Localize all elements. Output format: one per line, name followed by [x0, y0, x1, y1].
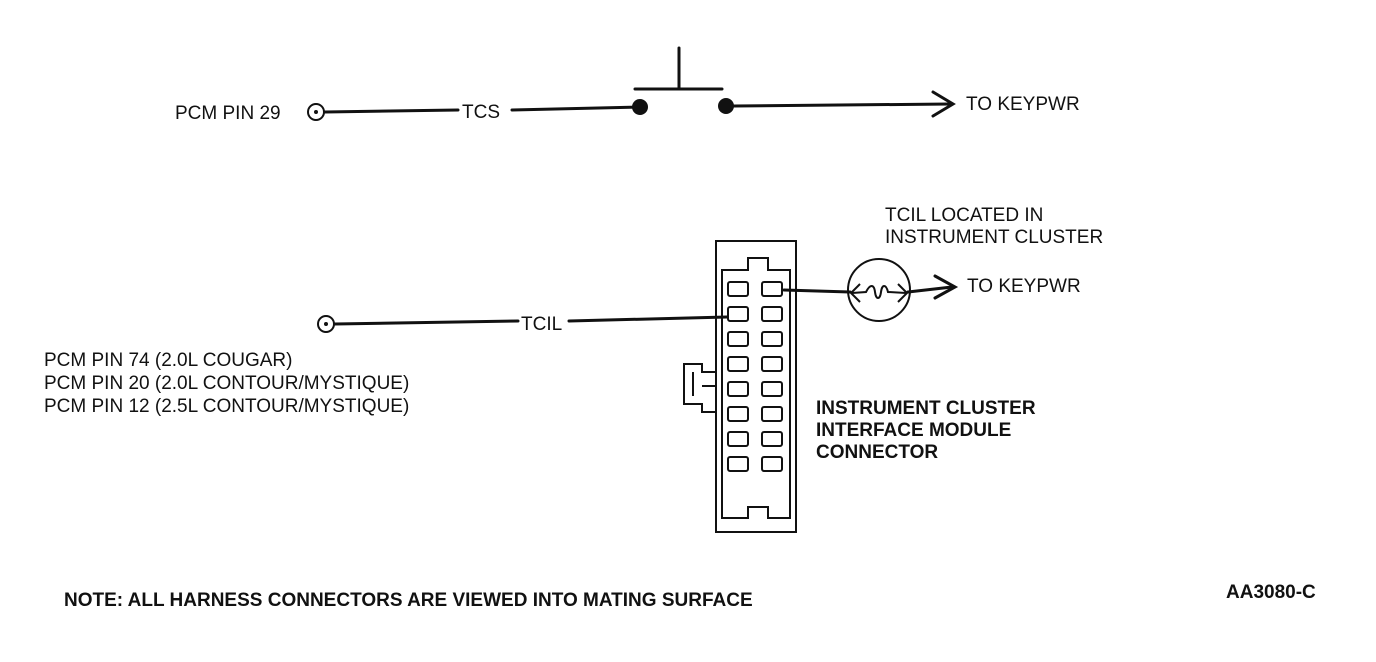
to-keypwr-top-label: TO KEYPWR	[966, 94, 1080, 115]
tcil-lamp-icon	[847, 258, 911, 322]
connector-cavity	[761, 331, 783, 347]
to-keypwr-bottom-label: TO KEYPWR	[967, 276, 1081, 297]
figure-id: AA3080-C	[1226, 582, 1316, 603]
interface-module-connector	[683, 240, 797, 533]
keypwr-arrow-bottom-icon	[933, 274, 959, 300]
connector-locking-tab	[683, 363, 716, 413]
pcm-pin-74-label: PCM PIN 74 (2.0L COUGAR)	[44, 350, 292, 371]
connector-cavity	[761, 356, 783, 372]
connector-cavity	[761, 281, 783, 297]
keypwr-wire-bottom	[906, 285, 954, 294]
tcil-wire-left	[333, 319, 520, 326]
connector-cavity	[727, 281, 749, 297]
pcm-pin-29-terminal-dot	[314, 110, 318, 114]
tcs-wire-left	[323, 108, 460, 114]
connector-cavity	[727, 381, 749, 397]
connector-cavity	[761, 431, 783, 447]
pcm-pin-12-label: PCM PIN 12 (2.5L CONTOUR/MYSTIQUE)	[44, 396, 409, 417]
tcs-label: TCS	[462, 102, 500, 123]
connector-cavity	[727, 431, 749, 447]
connector-cavity	[727, 456, 749, 472]
tcil-location-label-line1: TCIL LOCATED IN	[885, 205, 1043, 226]
connector-to-lamp-wire	[782, 288, 852, 294]
tcil-label: TCIL	[521, 314, 562, 335]
pcm-pin-20-label: PCM PIN 20 (2.0L CONTOUR/MYSTIQUE)	[44, 373, 409, 394]
pcm-tcil-terminal-dot	[324, 322, 328, 326]
connector-inner-shell	[721, 257, 791, 519]
switch-contact-right	[718, 98, 734, 114]
connector-cavity	[727, 406, 749, 422]
tcil-lamp-filament	[851, 285, 907, 299]
keypwr-arrow-top-icon	[931, 90, 956, 118]
pcm-pin-29-label: PCM PIN 29	[175, 103, 281, 124]
connector-cavity	[761, 306, 783, 322]
tcil-wire-right	[567, 315, 729, 323]
connector-cavity	[727, 356, 749, 372]
tcil-location-label-line2: INSTRUMENT CLUSTER	[885, 227, 1103, 248]
connector-cavity	[761, 381, 783, 397]
connector-cavity	[761, 456, 783, 472]
switch-contact-left	[632, 99, 648, 115]
connector-cavity	[727, 306, 749, 322]
note-text: NOTE: ALL HARNESS CONNECTORS ARE VIEWED …	[64, 590, 753, 611]
module-label-line3: CONNECTOR	[816, 442, 938, 463]
module-label-line1: INSTRUMENT CLUSTER	[816, 398, 1036, 419]
connector-cavity	[727, 331, 749, 347]
keypwr-wire-top	[732, 102, 952, 108]
connector-cavities	[727, 281, 783, 472]
connector-cavity	[761, 406, 783, 422]
module-label-line2: INTERFACE MODULE	[816, 420, 1011, 441]
tcs-wire-right	[510, 105, 642, 112]
